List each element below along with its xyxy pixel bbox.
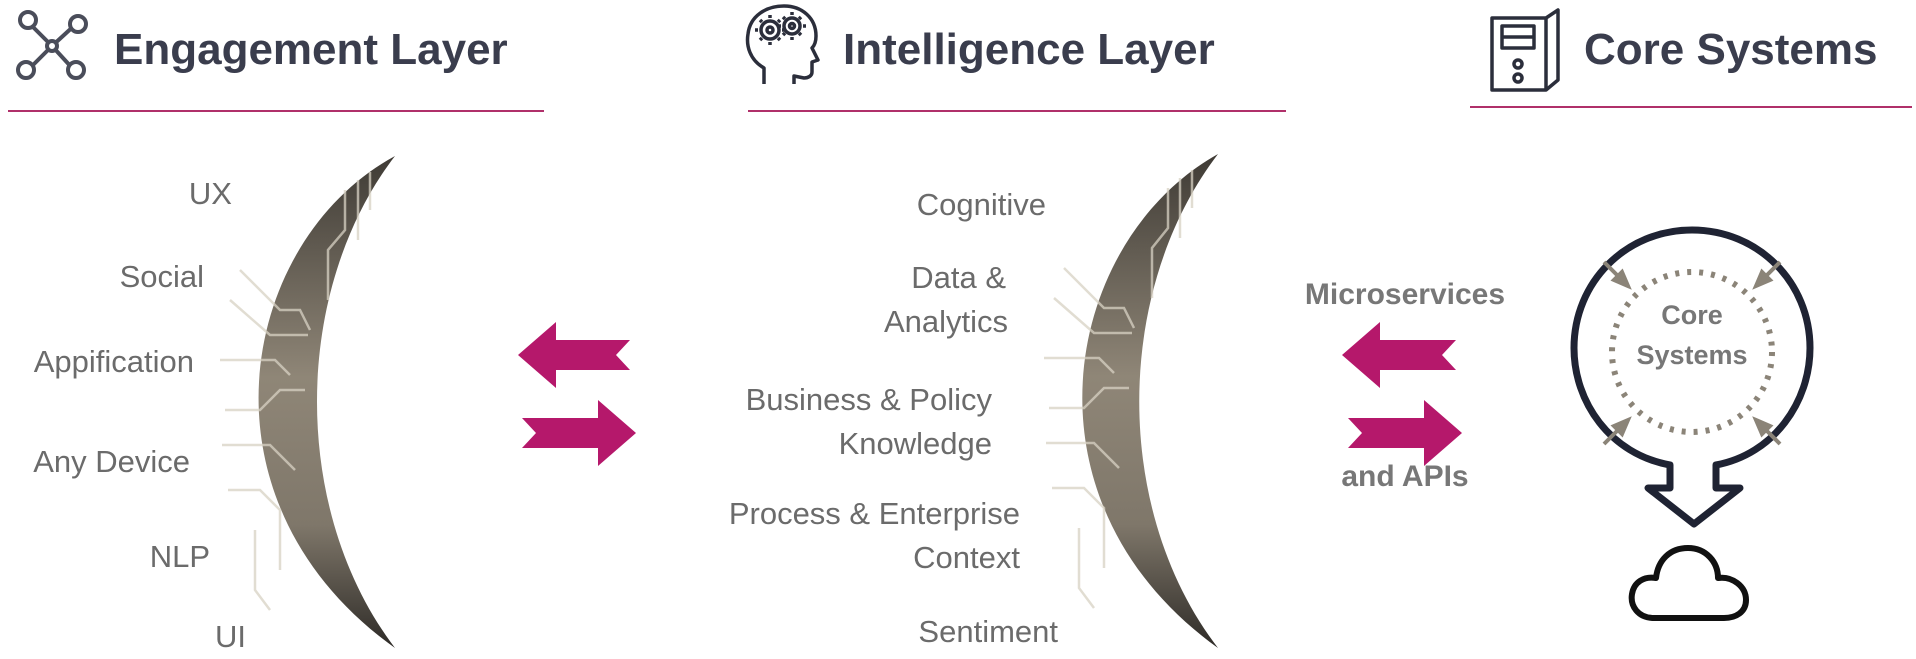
engagement-item-nlp: NLP	[149, 539, 210, 574]
intelligence-item-process-1: Process & Enterprise	[728, 496, 1020, 531]
core-systems-title: Core Systems	[1584, 25, 1878, 74]
right-arrow-2	[1348, 400, 1462, 466]
engagement-circuit-crescent	[220, 156, 395, 648]
intelligence-item-data-1: Data &	[911, 260, 1006, 295]
intelligence-item-process-2: Context	[913, 540, 1020, 575]
engagement-divider	[8, 110, 544, 112]
microservices-label: Microservices	[1304, 278, 1506, 311]
server-tower-icon	[1490, 8, 1560, 92]
intelligence-item-business-2: Knowledge	[838, 426, 992, 461]
intelligence-circuit-crescent	[1044, 154, 1218, 648]
left-arrow-1	[518, 322, 630, 388]
intelligence-item-data-2: Analytics	[883, 304, 1008, 339]
engagement-layer-title: Engagement Layer	[114, 25, 508, 74]
engagement-item-ux: UX	[188, 176, 232, 211]
engagement-item-any-device: Any Device	[33, 444, 190, 479]
engagement-item-ui: UI	[215, 619, 246, 654]
left-arrow-2	[1342, 322, 1456, 388]
core-divider	[1470, 106, 1912, 108]
right-arrow-1	[522, 400, 636, 466]
engagement-item-social: Social	[119, 259, 204, 294]
intelligence-item-sentiment: Sentiment	[918, 614, 1058, 649]
apis-label: and APIs	[1341, 460, 1469, 493]
core-systems-circle-label-2: Systems	[1636, 340, 1748, 370]
core-systems-circle	[1570, 226, 1814, 528]
intelligence-layer-title: Intelligence Layer	[843, 25, 1215, 74]
intelligence-item-business-1: Business & Policy	[745, 382, 992, 417]
intelligence-item-cognitive: Cognitive	[916, 187, 1046, 222]
cloud-icon	[1628, 545, 1749, 621]
intelligence-divider	[748, 110, 1286, 112]
core-systems-circle-label-1: Core	[1661, 300, 1723, 330]
network-nodes-icon	[16, 10, 88, 80]
brain-gears-icon	[745, 4, 820, 84]
engagement-item-appification: Appification	[33, 344, 194, 379]
